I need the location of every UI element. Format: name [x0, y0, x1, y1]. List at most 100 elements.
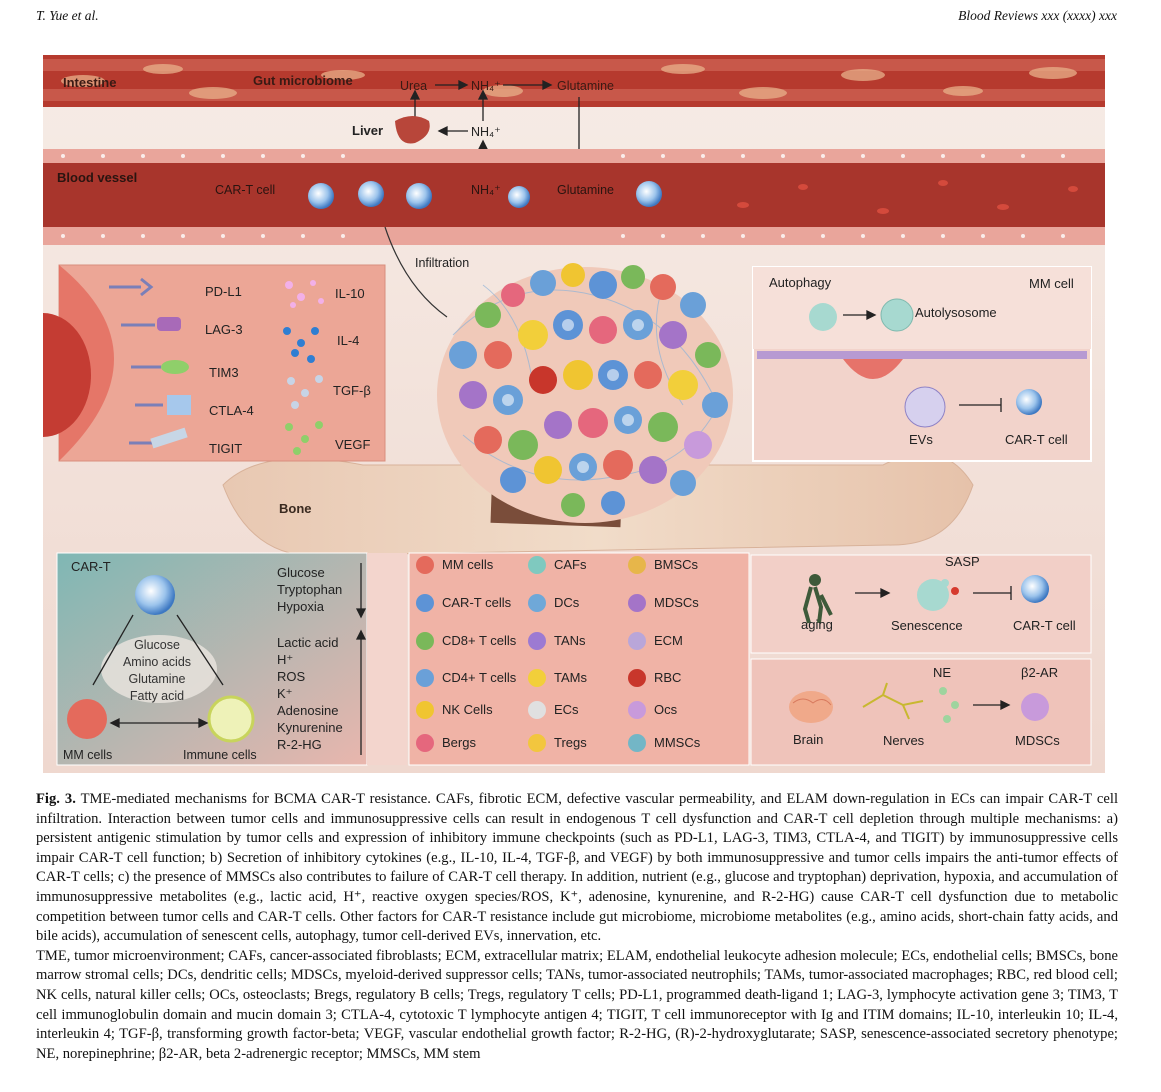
- bone-label: Bone: [279, 501, 312, 516]
- ne-label: NE: [933, 665, 951, 680]
- glutamine-vessel-label: Glutamine: [557, 183, 614, 197]
- blood-vessel-label: Blood vessel: [57, 170, 137, 185]
- metabolite-r-2-hg: R-2-HG: [277, 737, 322, 752]
- legend-label: BMSCs: [654, 557, 699, 572]
- nh4-top-label: NH₄⁺: [471, 79, 501, 93]
- checkpoint-labels: PD-L1 LAG-3 TIM3 CTLA-4 TIGIT: [205, 284, 254, 456]
- deprivation-glucose: Glucose: [277, 565, 325, 580]
- legend-label: DCs: [554, 595, 580, 610]
- legend-label: NK Cells: [442, 702, 493, 717]
- sasp-label: SASP: [945, 554, 980, 569]
- aging-label: aging: [801, 617, 833, 632]
- running-header-authors: T. Yue et al.: [36, 8, 99, 23]
- legend-swatch: [416, 701, 434, 719]
- checkpoint-lag-3: LAG-3: [205, 322, 243, 337]
- legend-label: ECM: [654, 633, 683, 648]
- legend-label: RBC: [654, 670, 681, 685]
- metabolism-title: CAR-T: [71, 559, 111, 574]
- legend-swatch: [416, 734, 434, 752]
- caption-main: Fig. 3. TME-mediated mechanisms for BCMA…: [36, 790, 1118, 947]
- legend-swatch: [628, 734, 646, 752]
- nutrient-glucose: Glucose: [134, 638, 180, 652]
- gut-microbiome-label: Gut microbiome: [253, 73, 353, 88]
- caption-abbreviations: TME, tumor microenvironment; CAFs, cance…: [36, 947, 1118, 1062]
- figure-number: Fig. 3.: [36, 791, 76, 807]
- legend-label: CD8+ T cells: [442, 633, 517, 648]
- nutrient-fatty-acid: Fatty acid: [130, 689, 184, 703]
- legend-swatch: [528, 734, 546, 752]
- infiltration-label: Infiltration: [415, 256, 469, 270]
- legend-swatch: [416, 594, 434, 612]
- checkpoint-ctla-4: CTLA-4: [209, 403, 254, 418]
- metabolism-panel: [56, 552, 407, 766]
- legend-label: MDSCs: [654, 595, 699, 610]
- legend-label: TANs: [554, 633, 586, 648]
- autophagy-label: Autophagy: [769, 275, 832, 290]
- legend-swatch: [528, 594, 546, 612]
- nerves-label: Nerves: [883, 733, 925, 748]
- liver-label: Liver: [352, 123, 383, 138]
- mm-cell-panel: [752, 266, 1092, 462]
- metabolite-lactic-acid: Lactic acid: [277, 635, 338, 650]
- figure-caption: Fig. 3. TME-mediated mechanisms for BCMA…: [36, 790, 1118, 1064]
- deprivation-tryptophan: Tryptophan: [277, 582, 342, 597]
- metabolite-kynurenine: Kynurenine: [277, 720, 343, 735]
- metabolite-ros: ROS: [277, 669, 306, 684]
- cart-cell-vessel-label: CAR-T cell: [215, 183, 275, 197]
- mm-cell-label: MM cell: [1029, 276, 1074, 291]
- checkpoint-tigit: TIGIT: [209, 441, 242, 456]
- autolysosome-label: Autolysosome: [915, 305, 997, 320]
- legend-swatch: [416, 669, 434, 687]
- cytokine-labels: IL-10 IL-4 TGF-β VEGF: [333, 286, 371, 452]
- legend-swatch: [628, 669, 646, 687]
- tumor-cluster: [437, 263, 733, 523]
- checkpoint-pd-l1: PD-L1: [205, 284, 242, 299]
- aging-panel: [750, 554, 1092, 654]
- legend-swatch: [528, 556, 546, 574]
- metabolite-k: K⁺: [277, 686, 293, 701]
- legend-label: CAR-T cells: [442, 595, 512, 610]
- brain-label: Brain: [793, 732, 823, 747]
- mm-panel-cart-label: CAR-T cell: [1005, 432, 1068, 447]
- nutrient-list: Glucose Amino acids Glutamine Fatty acid: [123, 638, 191, 703]
- legend-label: CAFs: [554, 557, 587, 572]
- blood-vessel-band: [43, 149, 1105, 245]
- cytokine-vegf: VEGF: [335, 437, 370, 452]
- mdscs-label: MDSCs: [1015, 733, 1060, 748]
- immune-cells-label: Immune cells: [183, 748, 257, 762]
- nh4-vessel-label: NH₄⁺: [471, 183, 501, 197]
- cytokine-tgf-b: TGF-β: [333, 383, 371, 398]
- b2ar-label: β2-AR: [1021, 665, 1058, 680]
- caption-text: TME-mediated mechanisms for BCMA CAR-T r…: [36, 791, 1118, 945]
- aging-cart-label: CAR-T cell: [1013, 618, 1076, 633]
- metabolite-h: H⁺: [277, 652, 293, 667]
- legend-label: TAMs: [554, 670, 587, 685]
- running-header-journal: Blood Reviews xxx (xxxx) xxx: [958, 8, 1117, 23]
- checkpoint-cytokine-panel: [43, 264, 386, 462]
- legend-swatch: [628, 701, 646, 719]
- legend-swatch: [528, 669, 546, 687]
- cart-cells-in-vessel: [308, 181, 662, 209]
- senescence-label: Senescence: [891, 618, 963, 633]
- legend-swatch: [528, 701, 546, 719]
- legend-swatch: [416, 632, 434, 650]
- liver-icon: [395, 116, 430, 144]
- deprivation-list: Glucose Tryptophan Hypoxia: [277, 565, 342, 614]
- glutamine-top-label: Glutamine: [557, 79, 614, 93]
- legend-label: ECs: [554, 702, 579, 717]
- metabolite-adenosine: Adenosine: [277, 703, 338, 718]
- evs-label: EVs: [909, 432, 933, 447]
- figure-3-illustration: Intestine Gut microbiome Urea NH₄⁺ Gluta…: [43, 55, 1105, 773]
- legend-label: Bergs: [442, 735, 476, 750]
- legend-swatch: [628, 632, 646, 650]
- legend-label: MMSCs: [654, 735, 701, 750]
- infiltration-arrow: [384, 226, 448, 318]
- legend-label: Tregs: [554, 735, 587, 750]
- urea-label: Urea: [400, 79, 427, 93]
- nerve-panel: [750, 658, 1092, 766]
- mm-cells-label: MM cells: [63, 748, 112, 762]
- legend-swatch: [416, 556, 434, 574]
- legend-swatch: [528, 632, 546, 650]
- legend-label: CD4+ T cells: [442, 670, 517, 685]
